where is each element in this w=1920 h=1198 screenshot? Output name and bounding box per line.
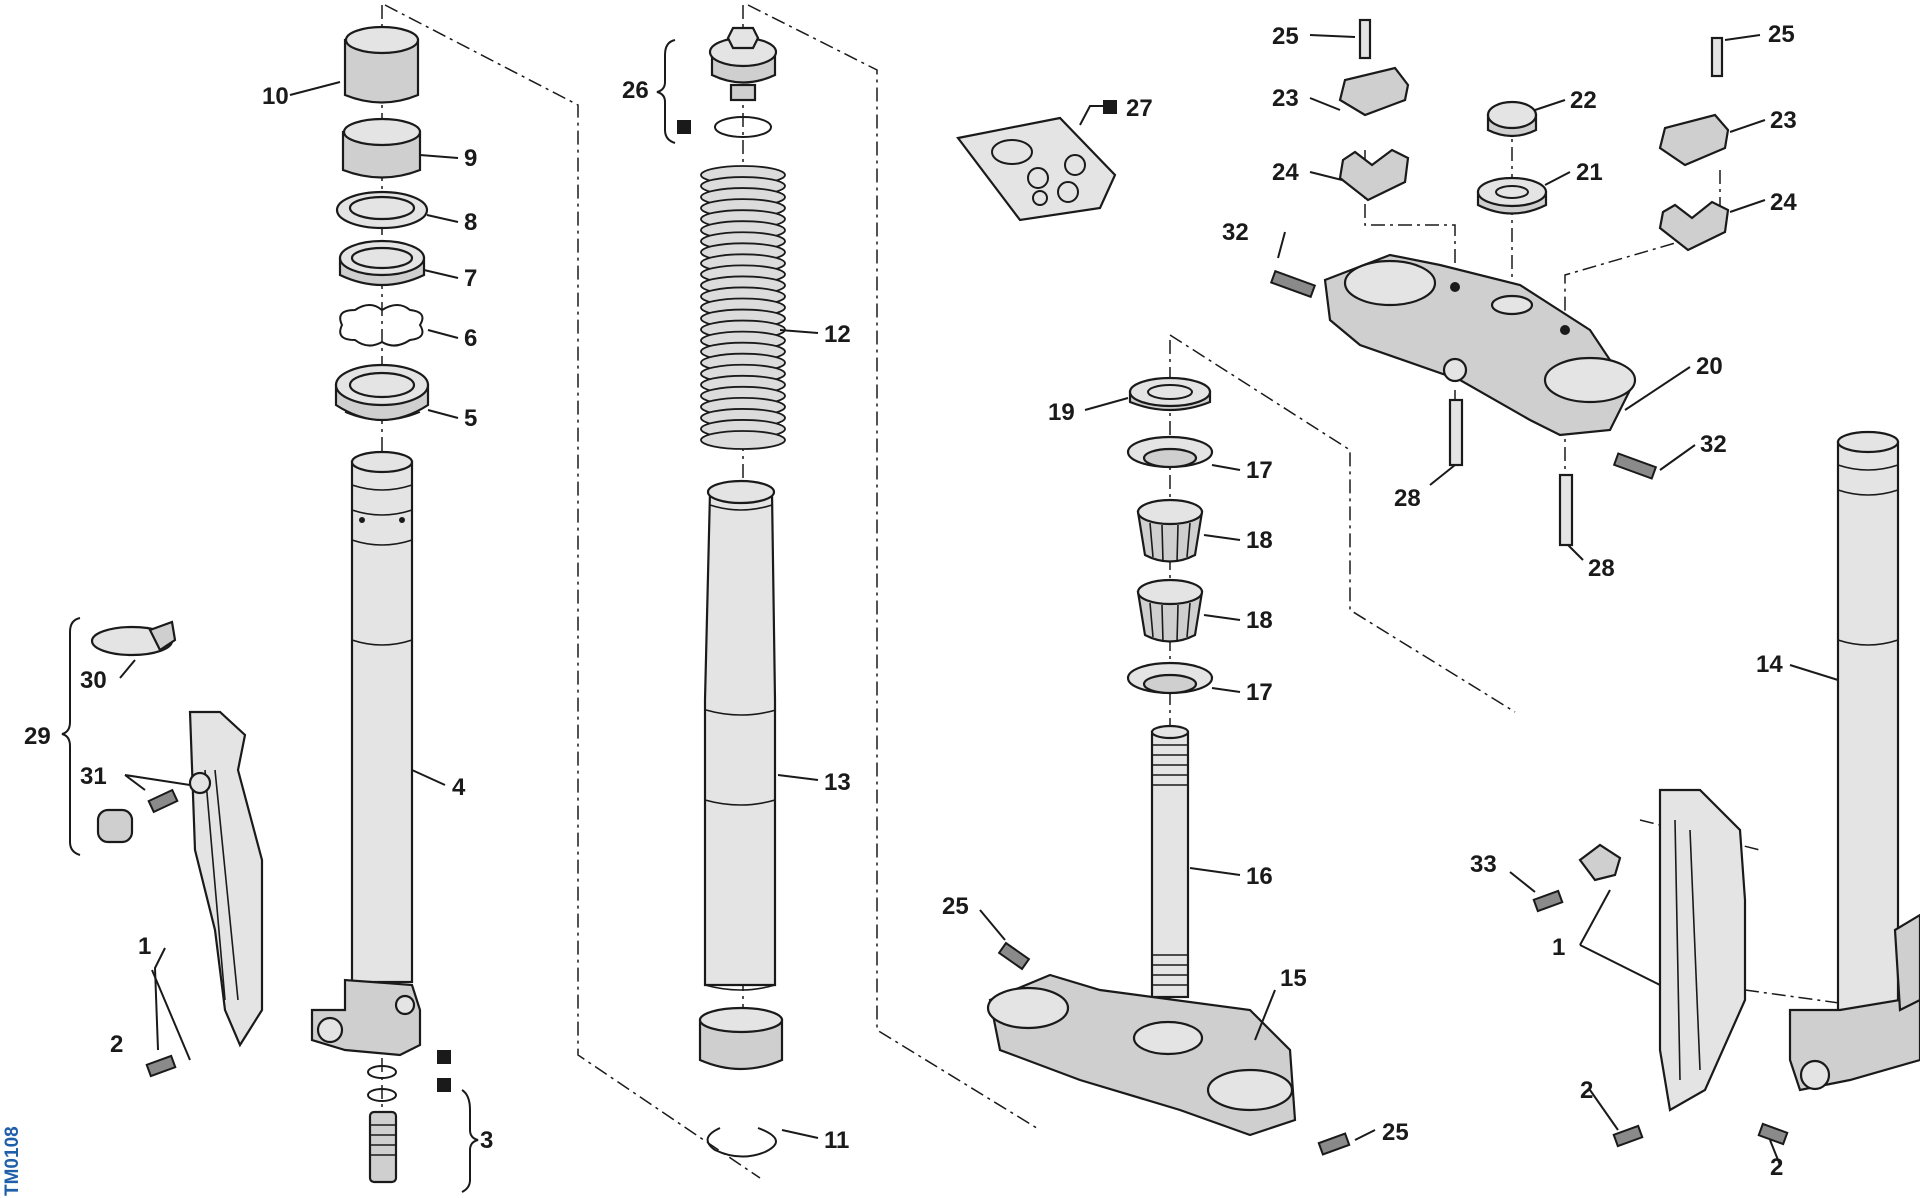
label-13: 13 <box>824 769 851 796</box>
plate-27 <box>956 116 1117 222</box>
label-14: 14 <box>1756 651 1783 678</box>
label-15: 15 <box>1280 965 1307 992</box>
label-19: 19 <box>1048 399 1075 426</box>
label-27: 27 <box>1126 95 1153 122</box>
fork-guard-right <box>1532 788 1789 1148</box>
spring-coil <box>700 430 786 450</box>
label-28-right: 28 <box>1588 555 1615 582</box>
label-18-top: 18 <box>1246 527 1273 554</box>
leader-lines <box>61 34 1839 1193</box>
label-25-bottom: 25 <box>1382 1119 1409 1146</box>
race-17-bottom <box>1126 661 1214 695</box>
label-2-right-a: 2 <box>1580 1077 1593 1104</box>
label-7: 7 <box>464 265 477 292</box>
center-cartridge-assembly <box>698 26 786 1158</box>
drawing-code: TM0108 <box>2 1126 23 1196</box>
label-23-left: 23 <box>1272 85 1299 112</box>
fork-guard-left <box>90 620 264 1078</box>
valve-3 <box>367 1065 398 1184</box>
outer-tube-4 <box>310 450 422 1057</box>
label-16: 16 <box>1246 863 1273 890</box>
label-17-top: 17 <box>1246 457 1273 484</box>
label-11: 11 <box>824 1127 849 1154</box>
spring-12 <box>700 165 786 450</box>
label-25-mid: 25 <box>942 893 969 920</box>
label-24-left: 24 <box>1272 159 1299 186</box>
label-24-right: 24 <box>1770 189 1797 216</box>
part-number-labels: 10 9 8 7 6 5 4 3 26 12 13 11 27 19 17 18… <box>24 21 1797 1181</box>
circlip-11 <box>706 1127 777 1158</box>
label-20: 20 <box>1696 353 1723 380</box>
label-9: 9 <box>464 145 477 172</box>
label-8: 8 <box>464 209 477 236</box>
label-22: 22 <box>1570 87 1597 114</box>
cap-26 <box>708 26 778 138</box>
label-6: 6 <box>464 325 477 352</box>
label-2-left: 2 <box>110 1031 123 1058</box>
label-21: 21 <box>1576 159 1603 186</box>
marker-squares <box>437 100 1117 1092</box>
stem-16 <box>1150 724 1190 999</box>
right-fork-14 <box>1788 430 1920 1092</box>
ring-nut-19 <box>1128 376 1212 412</box>
label-1-right: 1 <box>1552 934 1565 961</box>
dust-seal-5 <box>334 363 430 421</box>
seal-7 <box>338 239 426 287</box>
label-28-left: 28 <box>1394 485 1421 512</box>
bushing-9 <box>341 117 422 179</box>
upper-triple-clamp-20 <box>1269 253 1658 547</box>
cartridge-tube-13 <box>698 479 784 1071</box>
label-2-right-b: 2 <box>1770 1154 1783 1181</box>
label-31: 31 <box>80 763 107 790</box>
label-4: 4 <box>452 774 466 801</box>
race-17-top <box>1126 435 1214 469</box>
label-25-top-left: 25 <box>1272 23 1299 50</box>
bearing-18-bottom <box>1136 578 1204 643</box>
label-23-right: 23 <box>1770 107 1797 134</box>
label-10: 10 <box>262 83 289 110</box>
label-30: 30 <box>80 667 107 694</box>
label-1-left: 1 <box>138 933 151 960</box>
bearing-18-top <box>1136 498 1204 563</box>
lower-triple-clamp-15 <box>986 941 1351 1156</box>
label-12: 12 <box>824 321 851 348</box>
label-32-right: 32 <box>1700 431 1727 458</box>
clip-6 <box>339 304 424 347</box>
label-26: 26 <box>622 77 649 104</box>
label-32-left: 32 <box>1222 219 1249 246</box>
bushing-10 <box>343 25 420 104</box>
left-fork-assembly <box>310 25 430 1184</box>
handlebar-clamps <box>1338 18 1730 252</box>
label-29: 29 <box>24 723 51 750</box>
label-33: 33 <box>1470 851 1497 878</box>
steering-stack <box>1126 376 1214 999</box>
label-3: 3 <box>480 1127 493 1154</box>
label-17-bottom: 17 <box>1246 679 1273 706</box>
label-25-top-right: 25 <box>1768 21 1795 48</box>
label-5: 5 <box>464 405 477 432</box>
washer-8 <box>335 190 429 230</box>
label-18-bottom: 18 <box>1246 607 1273 634</box>
